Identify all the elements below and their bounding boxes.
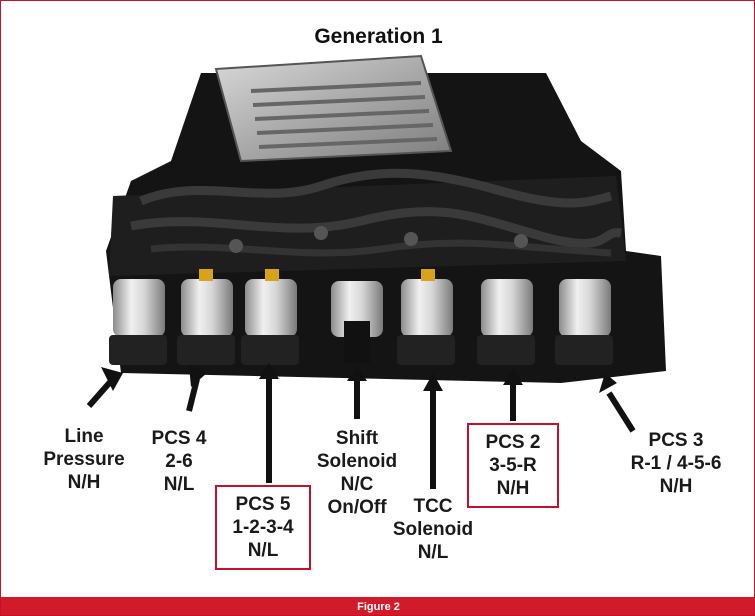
label-pcs3-name: PCS 3	[648, 430, 704, 451]
solenoid-pcs3	[555, 279, 613, 365]
arrow-shift	[347, 365, 367, 419]
arrow-pcs3	[599, 373, 636, 433]
figure-caption: Figure 2	[1, 597, 754, 615]
label-pcs3-type: N/H	[659, 476, 693, 497]
label-line: Line	[64, 426, 104, 447]
label-onoff: On/Off	[327, 497, 387, 518]
label-pcs5-type: N/L	[247, 540, 279, 561]
label-shift-solenoid: Shift Solenoid N/C On/Off	[299, 427, 415, 519]
label-pcs5: PCS 5 1-2-3-4 N/L	[215, 485, 311, 570]
pointer-arrows	[86, 363, 636, 489]
label-pcs5-range: 1-2-3-4	[232, 517, 294, 538]
arrow-pcs4	[186, 365, 207, 412]
label-pcs2-range: 3-5-R	[489, 455, 537, 476]
label-line-pressure: Line Pressure N/H	[29, 425, 139, 494]
solenoid-row	[109, 269, 613, 365]
solenoid-pcs4	[177, 269, 235, 365]
label-pcs4-range: 2-6	[165, 451, 193, 472]
solenoid-shift	[331, 281, 383, 363]
label-shift: Shift	[335, 428, 379, 449]
label-pcs3-range: R-1 / 4-5-6	[630, 453, 722, 474]
label-pcs4-type: N/L	[163, 474, 195, 495]
label-tcc-type: N/L	[417, 542, 449, 563]
arrow-pcs5	[259, 363, 279, 483]
label-pcs3: PCS 3 R-1 / 4-5-6 N/H	[605, 429, 747, 498]
aluminum-cover-plate	[214, 54, 453, 163]
label-pcs2: PCS 2 3-5-R N/H	[467, 423, 559, 508]
label-pcs5-name: PCS 5	[235, 494, 291, 515]
label-nc: N/C	[340, 474, 374, 495]
label-solenoid: Solenoid	[316, 451, 398, 472]
label-pcs4: PCS 4 2-6 N/L	[129, 427, 229, 496]
arrow-line-pressure	[86, 367, 123, 408]
label-pressure: Pressure	[43, 449, 125, 470]
solenoid-pcs2	[477, 279, 535, 365]
solenoid-tcc	[397, 269, 455, 365]
label-pcs2-name: PCS 2	[485, 432, 541, 453]
figure-title: Generation 1	[314, 25, 443, 48]
arrow-tcc	[423, 373, 443, 489]
arrow-pcs2	[503, 369, 523, 421]
label-pcs2-type: N/H	[496, 478, 530, 499]
solenoid-line-pressure	[109, 279, 167, 365]
label-pcs4-name: PCS 4	[151, 428, 207, 449]
label-tcc: TCC	[413, 496, 453, 517]
label-nh: N/H	[67, 472, 101, 493]
solenoid-pcs5	[241, 269, 299, 365]
label-tcc-solenoid: TCC Solenoid N/L	[383, 495, 483, 564]
label-tcc-solenoid-word: Solenoid	[392, 519, 474, 540]
